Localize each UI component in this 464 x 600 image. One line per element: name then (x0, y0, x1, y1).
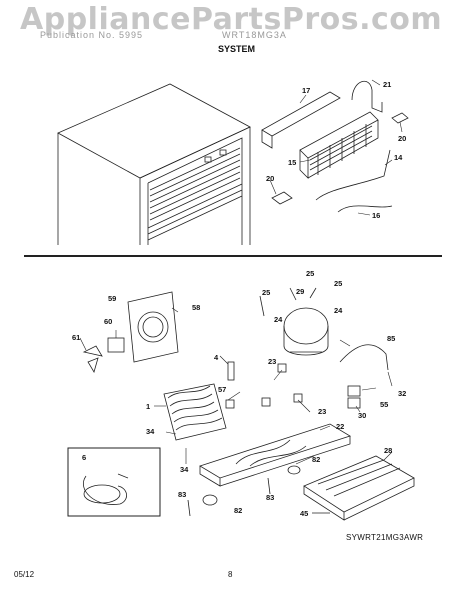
callout-60: 60 (104, 317, 112, 326)
callout-85: 85 (387, 334, 395, 343)
callout-4: 4 (214, 353, 219, 362)
callout-24-right: 24 (334, 306, 343, 315)
callout-28: 28 (384, 446, 392, 455)
section-title: SYSTEM (218, 44, 256, 54)
callout-21: 21 (383, 80, 391, 89)
callout-82-left: 82 (234, 506, 242, 515)
upper-leader-lines (269, 79, 403, 216)
callout-58: 58 (192, 303, 200, 312)
callout-59: 59 (108, 294, 116, 303)
lower-leader-lines (79, 307, 393, 465)
callout-17: 17 (302, 86, 310, 95)
section-divider (24, 255, 442, 257)
callout-23-top: 23 (268, 357, 276, 366)
callout-57: 57 (218, 385, 226, 394)
callout-30: 30 (358, 411, 366, 420)
callout-16: 16 (372, 211, 380, 220)
callout-61: 61 (72, 333, 80, 342)
callout-34-bottom: 34 (180, 465, 189, 474)
callout-22: 22 (336, 422, 344, 431)
callout-45: 45 (300, 509, 308, 518)
condenser-drawing (261, 80, 409, 213)
model-header: WRT18MG3A (222, 30, 287, 40)
callout-55: 55 (380, 400, 388, 409)
callout-83-left: 83 (178, 490, 186, 499)
callout-23-bottom: 23 (318, 407, 326, 416)
callout-83-right: 83 (266, 493, 274, 502)
watermark-logo: AppliancePartsPros.com (20, 2, 443, 37)
footer-date: 05/12 (14, 570, 35, 579)
footer-page-number: 8 (228, 570, 233, 579)
callout-15: 15 (288, 158, 296, 167)
callout-24-left: 24 (274, 315, 283, 324)
callout-20-left: 20 (266, 174, 274, 183)
callout-29: 29 (296, 287, 304, 296)
publication-header: Publication No. 5995 (40, 30, 144, 40)
callout-20: 20 (398, 134, 406, 143)
callout-1: 1 (146, 402, 150, 411)
callout-25-right: 25 (334, 279, 342, 288)
model-code: SYWRT21MG3AWR (346, 533, 424, 542)
callout-14: 14 (394, 153, 403, 162)
callout-25-left: 25 (262, 288, 270, 297)
compressor-area-drawing (67, 287, 415, 521)
callout-32: 32 (398, 389, 406, 398)
cabinet-drawing (57, 83, 251, 245)
callout-25-top: 25 (306, 269, 314, 278)
callout-6: 6 (82, 453, 86, 462)
upper-diagram: 17 21 20 15 14 20 16 (57, 79, 409, 245)
callout-34-left: 34 (146, 427, 155, 436)
callout-82-right: 82 (312, 455, 320, 464)
